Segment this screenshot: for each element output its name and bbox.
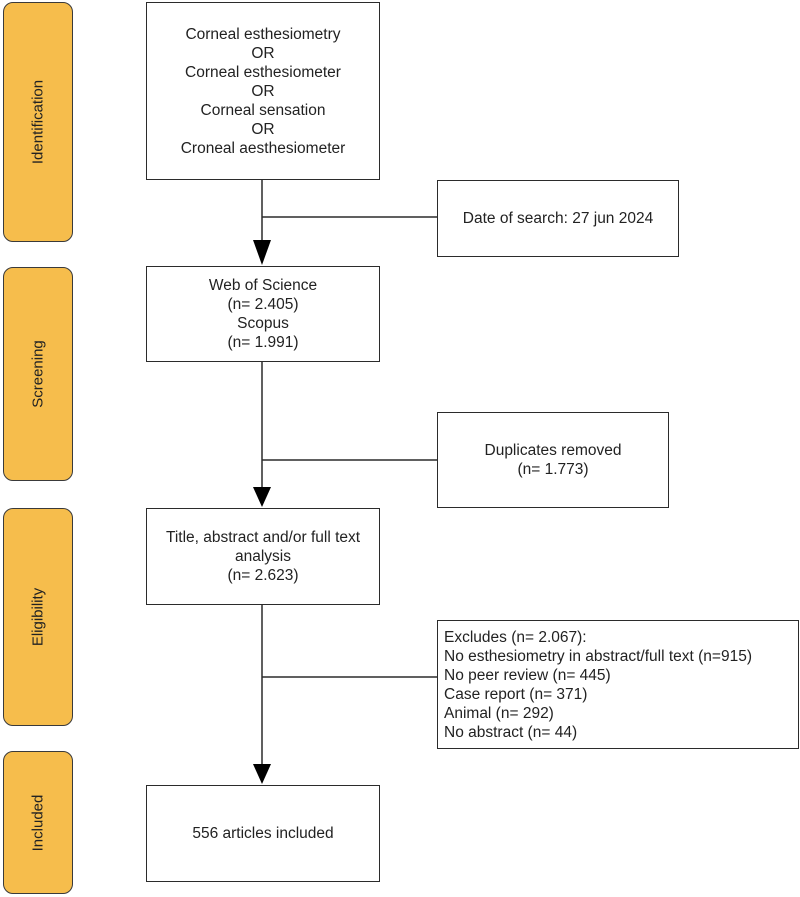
excludes-heading: Excludes (n= 2.067):	[444, 628, 587, 646]
duplicates-label: Duplicates removed	[484, 442, 622, 459]
analysis-count: (n= 2.623)	[227, 567, 299, 584]
analysis-box: Title, abstract and/or full text analysi…	[146, 508, 380, 605]
search-operator: OR	[251, 82, 275, 100]
included-count: 556 articles included	[192, 825, 334, 842]
phase-screening: Screening	[3, 267, 73, 481]
search-term: Corneal esthesiometer	[185, 63, 341, 81]
arrow-head	[253, 240, 271, 265]
arrow-head	[253, 487, 271, 507]
search-operator: OR	[251, 44, 275, 62]
search-term: Corneal esthesiometry	[185, 25, 341, 43]
excludes-box: Excludes (n= 2.067): No esthesiometry in…	[437, 620, 799, 749]
search-operator: OR	[251, 120, 275, 138]
exclude-reason: No peer review (n= 445)	[444, 666, 611, 684]
analysis-label: Title, abstract and/or full text	[165, 529, 361, 546]
search-term: Corneal sensation	[200, 101, 326, 119]
search-terms-box: Corneal esthesiometry OR Corneal esthesi…	[146, 2, 380, 180]
exclude-reason: No esthesiometry in abstract/full text (…	[444, 647, 752, 665]
databases-box: Web of Science (n= 2.405) Scopus (n= 1.9…	[146, 266, 380, 362]
analysis-label: analysis	[235, 548, 291, 565]
database-count: (n= 2.405)	[227, 296, 299, 313]
database-count: (n= 1.991)	[227, 334, 299, 351]
exclude-reason: No abstract (n= 44)	[444, 723, 578, 741]
duplicates-box: Duplicates removed (n= 1.773)	[437, 412, 669, 508]
exclude-reason: Case report (n= 371)	[444, 685, 588, 703]
search-date-box: Date of search: 27 jun 2024	[437, 180, 679, 257]
phase-eligibility: Eligibility	[3, 508, 73, 726]
exclude-reason: Animal (n= 292)	[444, 704, 554, 722]
included-box: 556 articles included	[146, 785, 380, 882]
database-name: Web of Science	[208, 277, 318, 294]
search-term: Croneal aesthesiometer	[180, 139, 346, 157]
search-date: Date of search: 27 jun 2024	[462, 210, 654, 227]
duplicates-count: (n= 1.773)	[517, 461, 589, 478]
arrow-head	[253, 764, 271, 784]
phase-included: Included	[3, 751, 73, 894]
database-name: Scopus	[237, 315, 289, 332]
phase-identification: Identification	[3, 2, 73, 242]
